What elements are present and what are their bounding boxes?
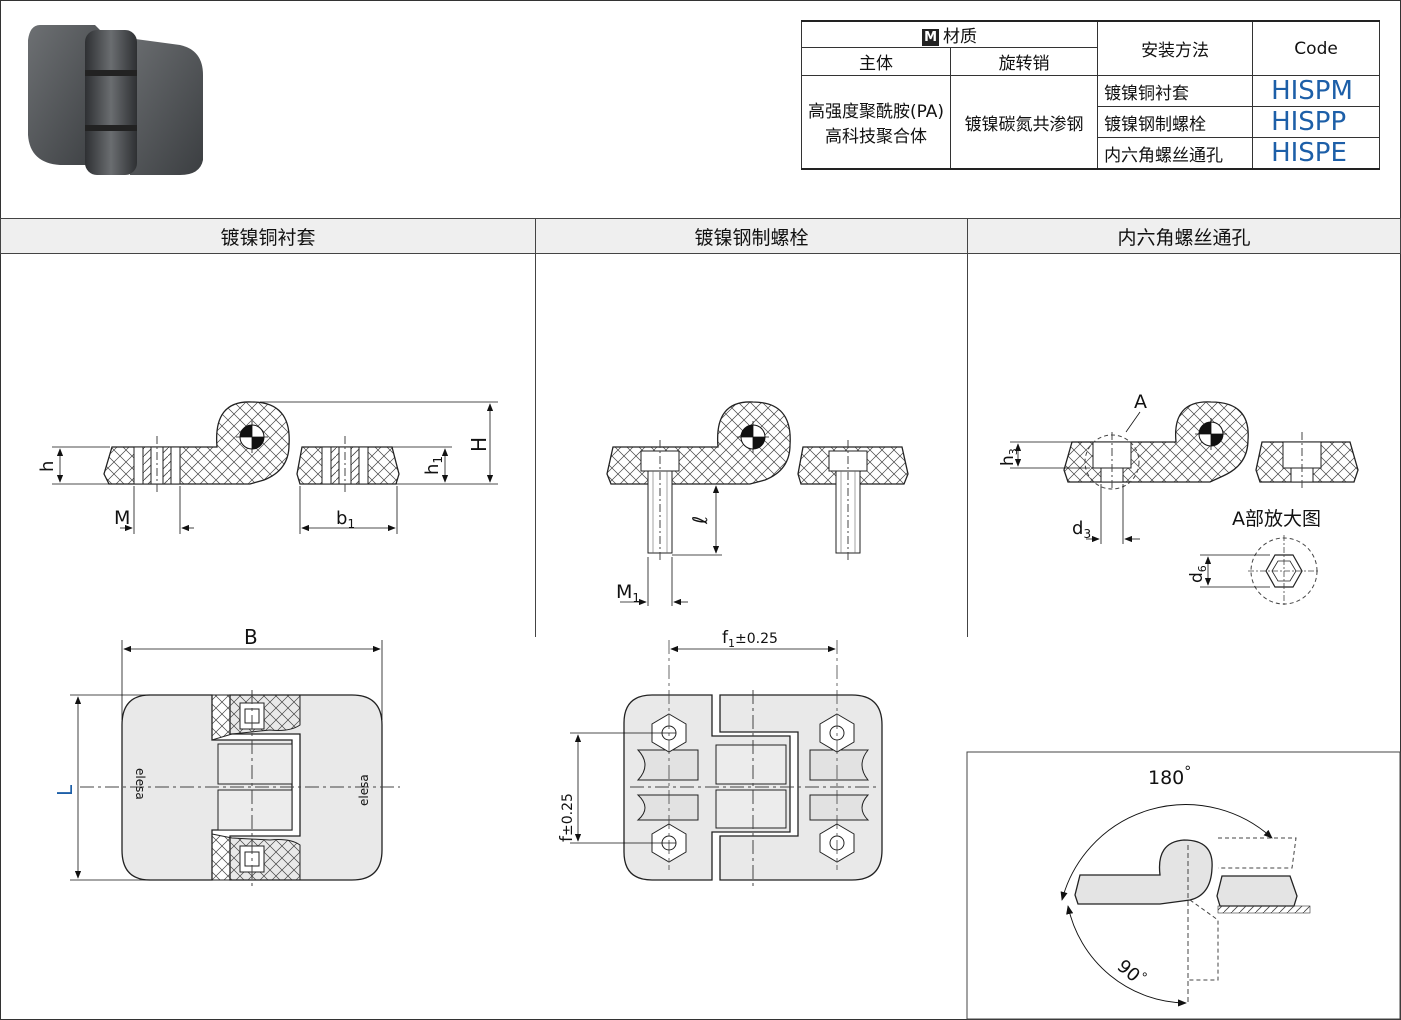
method-header: 安装方法 (1097, 20, 1254, 76)
detail-a-view (1200, 535, 1320, 607)
body-header: 主体 (800, 47, 952, 76)
rotation-diagram (1060, 804, 1311, 1007)
code-hispm[interactable]: HISPM (1252, 75, 1381, 107)
dim-b1: b1 (336, 508, 355, 531)
dim-h3: h3 (998, 448, 1020, 466)
code-hispp[interactable]: HISPP (1252, 106, 1381, 138)
product-photo (28, 25, 203, 175)
bushing-side-view (52, 401, 498, 534)
bolt-side-view (606, 401, 909, 606)
pin-material: 镀镍碳氮共渗钢 (950, 75, 1099, 170)
dim-B: B (244, 625, 258, 649)
section-header-through-hole: 内六角螺丝通孔 (967, 218, 1401, 254)
through-hole-side-view (1010, 401, 1359, 544)
dim-f1: f1±0.25 (722, 628, 778, 650)
body-material: 高强度聚酰胺(PA)高科技聚合体 (800, 75, 952, 170)
divider-2 (967, 254, 968, 637)
method-row-2: 镀镍钢制螺栓 (1097, 106, 1254, 138)
method-row-1: 镀镍铜衬套 (1097, 75, 1254, 107)
dim-M1: M1 (616, 581, 640, 605)
dim-d3: d3 (1072, 518, 1091, 541)
section-header-bolt: 镀镍钢制螺栓 (535, 218, 968, 254)
angle-180: 180° (1148, 764, 1191, 789)
dim-h1: h1 (422, 456, 445, 475)
dim-L: L (53, 784, 77, 796)
dim-d6: d6 (1187, 565, 1209, 583)
dim-h: h (37, 461, 58, 472)
pin-header: 旋转销 (950, 47, 1099, 76)
bushing-top-view (70, 640, 400, 886)
code-header: Code (1252, 20, 1381, 76)
dim-f: f±0.25 (557, 793, 577, 842)
dim-l: ℓ (688, 516, 712, 525)
logo-right: elesa (357, 774, 371, 806)
dim-H: H (467, 437, 491, 452)
divider-1 (535, 254, 536, 637)
method-row-3: 内六角螺丝通孔 (1097, 137, 1254, 170)
detail-label: A部放大图 (1232, 508, 1321, 530)
dim-M: M (114, 507, 130, 529)
bolt-top-view (570, 640, 883, 886)
section-header-bushing: 镀镍铜衬套 (0, 218, 536, 254)
code-hispe[interactable]: HISPE (1252, 137, 1381, 170)
dim-A: A (1134, 391, 1147, 413)
logo-left: elesa (133, 768, 147, 800)
material-icon: M (922, 29, 940, 46)
